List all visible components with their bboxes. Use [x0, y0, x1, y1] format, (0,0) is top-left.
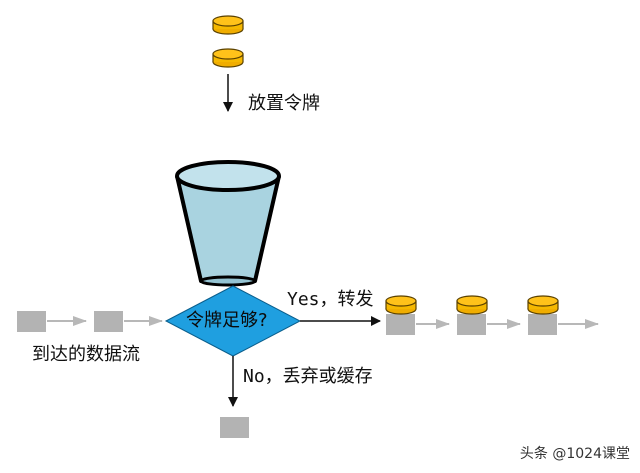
- forwarded-packet-2: [457, 314, 486, 335]
- forwarded-packet-1: [386, 314, 415, 335]
- incoming-stream-label: 到达的数据流: [32, 344, 140, 365]
- place-token-label: 放置令牌: [248, 93, 320, 114]
- falling-token-2: [212, 48, 244, 68]
- forwarded-packet-3: [528, 314, 557, 335]
- bucket-icon: [175, 160, 281, 287]
- falling-token-1: [212, 15, 244, 35]
- incoming-packet-1: [17, 311, 46, 332]
- forwarded-token-1: [385, 295, 417, 315]
- watermark: 头条 @1024课堂: [519, 446, 630, 462]
- forwarded-token-2: [456, 295, 488, 315]
- yes-forward-label: Yes，转发: [287, 289, 374, 310]
- incoming-packet-2: [94, 311, 123, 332]
- dropped-packet: [220, 417, 249, 438]
- no-drop-label: No，丢弃或缓存: [243, 366, 373, 387]
- forwarded-token-3: [527, 295, 559, 315]
- decision-label: 令牌足够?: [186, 310, 268, 331]
